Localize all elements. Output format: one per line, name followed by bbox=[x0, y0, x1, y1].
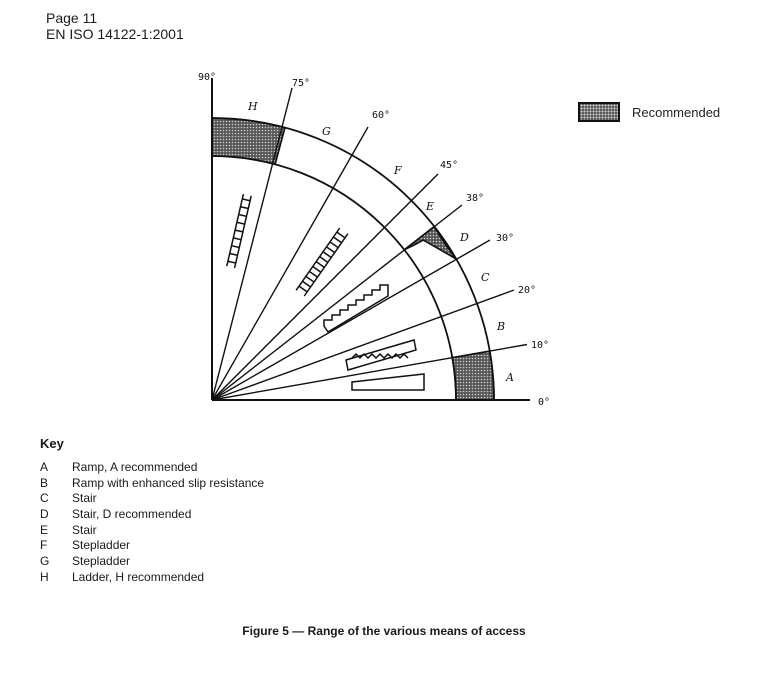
standard-reference: EN ISO 14122-1:2001 bbox=[46, 26, 184, 42]
zone-letter-g: G bbox=[322, 125, 331, 138]
page-header: Page 11 EN ISO 14122-1:2001 bbox=[46, 10, 184, 42]
zone-letter-f: F bbox=[393, 164, 402, 177]
key-letter: H bbox=[40, 569, 49, 584]
figure-caption: Figure 5 — Range of the various means of… bbox=[242, 624, 526, 638]
key-letter: C bbox=[40, 491, 49, 506]
ray-10 bbox=[211, 343, 528, 401]
zone-letter-d: D bbox=[459, 231, 469, 244]
key-text: Stepladder bbox=[72, 554, 131, 569]
zone-letter-c: C bbox=[481, 271, 490, 284]
legend: Recommended bbox=[578, 102, 720, 122]
angle-label-75: 75° bbox=[292, 78, 310, 89]
angle-label-30: 30° bbox=[496, 233, 514, 244]
zone-letter-h: H bbox=[247, 100, 258, 113]
key-text: Stair bbox=[72, 522, 97, 537]
angle-label-0: 0° bbox=[538, 397, 550, 408]
key-text: Ramp, A recommended bbox=[72, 460, 198, 474]
ramp-icon bbox=[351, 373, 425, 391]
angle-label-60: 60° bbox=[372, 110, 390, 121]
ray-60 bbox=[211, 126, 369, 401]
key-letter: G bbox=[40, 554, 50, 569]
key-item: C Stair bbox=[40, 491, 264, 507]
key-letter: F bbox=[40, 538, 48, 553]
ladder-icon bbox=[226, 193, 252, 269]
key-letter: D bbox=[40, 507, 49, 522]
ray-75 bbox=[211, 87, 293, 401]
key-item: H Ladder, H recommended bbox=[40, 570, 264, 586]
key-item: D Stair, D recommended bbox=[40, 507, 264, 523]
angle-label-10: 10° bbox=[531, 340, 549, 351]
key-item: A Ramp, A recommended bbox=[40, 460, 264, 476]
key-item: F Stepladder bbox=[40, 538, 264, 554]
key-title: Key bbox=[40, 436, 64, 451]
key-letter: E bbox=[40, 522, 49, 537]
key-item: E Stair bbox=[40, 523, 264, 539]
angle-label-90: 90° bbox=[198, 72, 216, 83]
key-item: G Stepladder bbox=[40, 554, 264, 570]
stepladder-icon bbox=[295, 227, 349, 297]
recommended-swatch bbox=[578, 102, 620, 122]
key-text: Stair bbox=[72, 491, 97, 506]
angle-label-20: 20° bbox=[518, 285, 536, 296]
cleated-ramp-icon bbox=[345, 339, 417, 371]
zone-letter-b: B bbox=[496, 320, 505, 333]
recommended-band-a bbox=[451, 350, 495, 401]
stair-icon bbox=[323, 284, 389, 334]
ray-45 bbox=[211, 173, 439, 401]
recommended-band-d bbox=[403, 225, 457, 260]
zone-letter-e: E bbox=[425, 200, 434, 213]
legend-label: Recommended bbox=[632, 104, 721, 120]
key-text: Ramp with enhanced slip resistance bbox=[72, 475, 265, 490]
ray-38 bbox=[211, 204, 463, 401]
zone-letter-a: A bbox=[505, 371, 514, 384]
key-text: Stepladder bbox=[72, 538, 131, 553]
key-text: Stair, D recommended bbox=[72, 507, 192, 522]
key-section: Key A Ramp, A recommended B Ramp with enha… bbox=[40, 436, 264, 586]
key-item: B Ramp with enhanced slip resistance bbox=[40, 476, 264, 492]
ray-20 bbox=[211, 289, 515, 401]
key-letter: A bbox=[40, 460, 49, 474]
key-text: Ladder, H recommended bbox=[72, 569, 205, 584]
angle-label-38: 38° bbox=[466, 193, 484, 204]
angle-label-45: 45° bbox=[440, 160, 458, 171]
ray-30 bbox=[211, 239, 491, 401]
page-number: Page 11 bbox=[46, 10, 98, 26]
key-letter: B bbox=[40, 475, 49, 490]
